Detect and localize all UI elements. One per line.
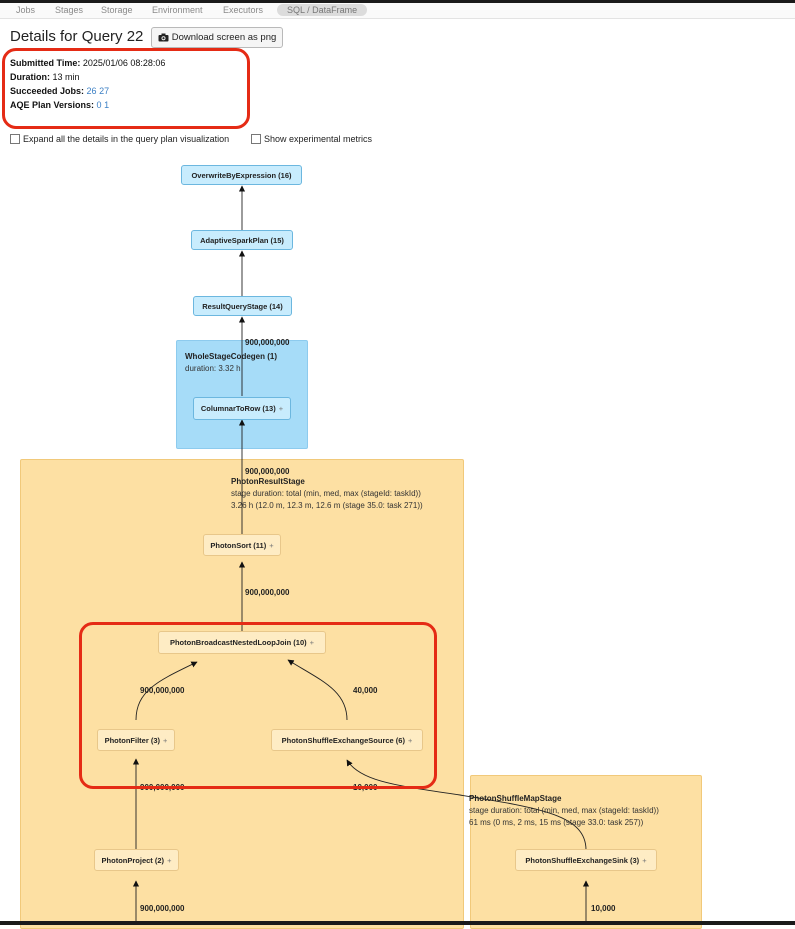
- aqe-version-link[interactable]: 0: [96, 100, 102, 110]
- node-label: PhotonSort (11): [210, 540, 267, 550]
- map-stage-title: PhotonShuffleMapStage: [469, 794, 562, 803]
- node-label: PhotonShuffleExchangeSource (6): [281, 735, 405, 745]
- edge-label-rows: 40,000: [353, 686, 378, 695]
- tab-storage[interactable]: Storage: [101, 5, 133, 15]
- result-stage-title: PhotonResultStage: [231, 477, 305, 486]
- aqe-plan-versions-row: AQE Plan Versions: 0 1: [10, 100, 109, 110]
- expand-details-label: Expand all the details in the query plan…: [23, 134, 230, 144]
- node-label: AdaptiveSparkPlan (15): [200, 235, 284, 245]
- expand-details-option[interactable]: Expand all the details in the query plan…: [10, 134, 229, 144]
- node-label: PhotonBroadcastNestedLoopJoin (10): [169, 638, 307, 647]
- node-photon-shuffle-exchange-source[interactable]: PhotonShuffleExchangeSource (6) +: [271, 729, 423, 751]
- window-top-border: [0, 0, 795, 3]
- node-result-query-stage[interactable]: ResultQueryStage (14): [193, 296, 292, 316]
- tab-stages[interactable]: Stages: [55, 5, 84, 15]
- map-stage-duration-header: stage duration: total (min, med, max (st…: [469, 806, 659, 815]
- succeeded-jobs-row: Succeeded Jobs: 26 27: [10, 86, 109, 96]
- edge-filter-to-bnlj: [135, 661, 198, 721]
- edge-label-rows: 900,000,000: [245, 467, 290, 476]
- expand-node-plus[interactable]: +: [167, 855, 172, 865]
- edge-label-rows: 900,000,000: [245, 338, 290, 347]
- expand-details-checkbox[interactable]: [10, 134, 20, 144]
- aqe-plan-versions-label: AQE Plan Versions:: [10, 100, 95, 110]
- edge-label-rows: 10,000: [591, 904, 616, 913]
- result-stage-duration-value: 3.26 h (12.0 m, 12.3 m, 12.6 m (stage 35…: [231, 501, 423, 510]
- experimental-metrics-checkbox[interactable]: [251, 134, 261, 144]
- node-photon-bnlj[interactable]: PhotonBroadcastNestedLoopJoin (10) +: [158, 631, 326, 654]
- job-link[interactable]: 27: [99, 86, 110, 96]
- result-stage-duration-header: stage duration: total (min, med, max (st…: [231, 489, 421, 498]
- tab-sql-dataframe[interactable]: SQL / DataFrame: [277, 4, 368, 16]
- camera-icon: [158, 33, 169, 42]
- node-columnar-to-row[interactable]: ColumnarToRow (13) +: [193, 397, 291, 420]
- expand-node-plus[interactable]: +: [407, 735, 413, 745]
- tab-jobs[interactable]: Jobs: [16, 5, 36, 15]
- node-label: ResultQueryStage (14): [202, 301, 283, 311]
- node-photon-sort[interactable]: PhotonSort (11) +: [203, 534, 281, 556]
- expand-node-plus[interactable]: +: [278, 404, 284, 413]
- submitted-time-row: Submitted Time: 2025/01/06 08:28:06: [10, 58, 165, 68]
- submitted-time-label: Submitted Time:: [10, 58, 81, 68]
- duration-label: Duration:: [10, 72, 50, 82]
- experimental-metrics-label: Show experimental metrics: [264, 134, 373, 144]
- download-png-button[interactable]: Download screen as png: [151, 27, 283, 48]
- experimental-metrics-option[interactable]: Show experimental metrics: [251, 134, 372, 144]
- duration-value: 13 min: [52, 72, 80, 82]
- edge-sink-to-source: [346, 759, 587, 851]
- edge-label-rows: 900,000,000: [140, 686, 185, 695]
- edge-source-to-bnlj: [287, 659, 348, 721]
- node-photon-project[interactable]: PhotonProject (2) +: [94, 849, 179, 871]
- expand-node-plus[interactable]: +: [309, 638, 315, 647]
- expand-node-plus[interactable]: +: [269, 540, 274, 550]
- tab-environment[interactable]: Environment: [152, 5, 203, 15]
- expand-node-plus[interactable]: +: [163, 735, 168, 745]
- node-label: PhotonFilter (3): [104, 735, 161, 745]
- codegen-cluster-duration: duration: 3.32 h: [185, 364, 241, 373]
- window-bottom-border: [0, 921, 795, 925]
- node-label: OverwriteByExpression (16): [191, 170, 292, 180]
- tab-executors[interactable]: Executors: [223, 5, 264, 15]
- highlight-annotation-join: [79, 622, 437, 789]
- node-label: ColumnarToRow (13): [200, 404, 276, 413]
- expand-node-plus[interactable]: +: [642, 855, 647, 865]
- node-adaptive-spark-plan[interactable]: AdaptiveSparkPlan (15): [191, 230, 293, 250]
- node-label: PhotonProject (2): [101, 855, 165, 865]
- download-button-label: Download screen as png: [171, 32, 277, 43]
- job-link[interactable]: 26: [86, 86, 97, 96]
- edge-label-rows: 900,000,000: [140, 904, 185, 913]
- aqe-version-link[interactable]: 1: [104, 100, 110, 110]
- map-stage-duration-value: 61 ms (0 ms, 2 ms, 15 ms (stage 33.0: ta…: [469, 818, 644, 827]
- nav-tabs: Jobs Stages Storage Environment Executor…: [0, 3, 795, 19]
- edge-label-rows: 900,000,000: [245, 588, 290, 597]
- codegen-cluster-title: WholeStageCodegen (1): [185, 352, 278, 361]
- node-label: PhotonShuffleExchangeSink (3): [525, 855, 640, 865]
- succeeded-jobs-label: Succeeded Jobs:: [10, 86, 85, 96]
- highlight-annotation-summary: [2, 48, 250, 129]
- page-title: Details for Query 22: [10, 28, 144, 45]
- submitted-time-value: 2025/01/06 08:28:06: [82, 58, 166, 68]
- node-photon-shuffle-exchange-sink[interactable]: PhotonShuffleExchangeSink (3) +: [515, 849, 657, 871]
- duration-row: Duration: 13 min: [10, 72, 80, 82]
- node-photon-filter[interactable]: PhotonFilter (3) +: [97, 729, 175, 751]
- node-overwrite-by-expression[interactable]: OverwriteByExpression (16): [181, 165, 302, 185]
